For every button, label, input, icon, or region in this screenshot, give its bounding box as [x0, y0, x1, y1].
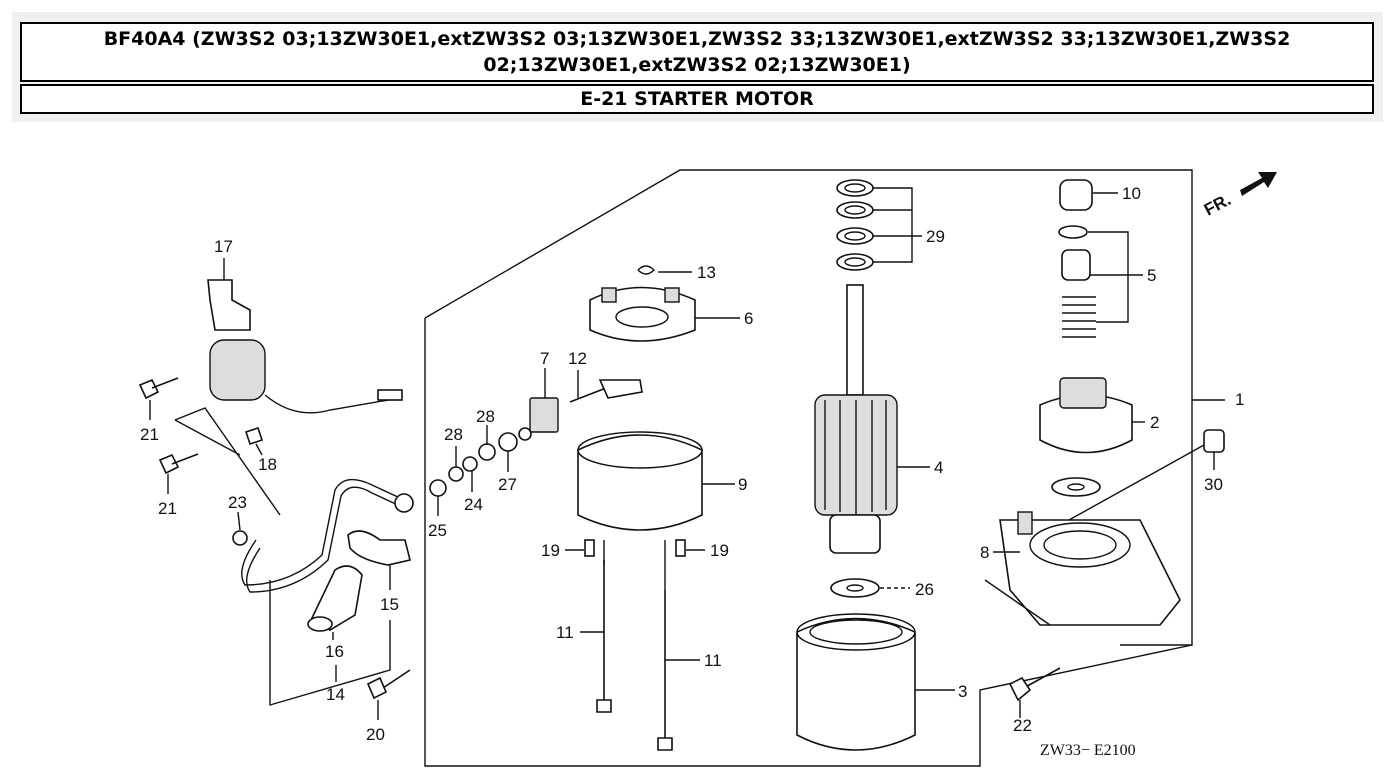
- callout-11-left: 11: [556, 623, 574, 642]
- starter-cable: [241, 478, 414, 593]
- part-21-bolts: [138, 377, 281, 516]
- callout-18: 18: [258, 455, 277, 474]
- callout-5: 5: [1147, 266, 1156, 285]
- callout-21-lower: 21: [158, 499, 177, 518]
- header-panel: BF40A4 (ZW3S2 03;13ZW30E1,extZW3S2 03;13…: [12, 12, 1383, 122]
- callout-17: 17: [214, 237, 233, 256]
- callout-26: 26: [915, 580, 934, 599]
- assembly-outline-top: [424, 169, 1193, 646]
- part-18-bolt: [244, 426, 264, 456]
- part-11-through-bolts: [580, 540, 700, 751]
- callout-21-upper: 21: [140, 425, 159, 444]
- part-6-brush-holder: [589, 286, 740, 342]
- part-20-bolt: [366, 669, 411, 720]
- front-arrow-icon: [1240, 172, 1277, 196]
- part-26-washer: [830, 578, 910, 598]
- callout-6: 6: [744, 309, 753, 328]
- callout-8: 8: [980, 543, 989, 562]
- callout-19-left: 19: [541, 541, 560, 560]
- callout-9: 9: [738, 475, 747, 494]
- callout-30: 30: [1204, 475, 1223, 494]
- assembly-outline-bottom: [424, 318, 1193, 767]
- part-9-rear-cover: [577, 431, 735, 531]
- callout-24: 24: [464, 495, 483, 514]
- drawing-code: ZW33− E2100: [1040, 742, 1136, 759]
- callout-12: 12: [568, 349, 587, 368]
- part-4-armature: [814, 284, 930, 554]
- callout-13: 13: [697, 263, 716, 282]
- part-5-spring-set: [1058, 225, 1143, 338]
- callout-23: 23: [228, 493, 247, 512]
- callout-29: 29: [926, 227, 945, 246]
- part-15-boot: [347, 530, 411, 590]
- part-24-28-washers-nuts: [429, 425, 532, 516]
- part-14-bracket-line: [269, 580, 391, 706]
- callout-11-right: 11: [704, 651, 722, 670]
- part-12-terminal-bolt: [569, 370, 643, 403]
- callout-16: 16: [325, 642, 344, 661]
- part-19-screws: [565, 539, 705, 557]
- callout-15: 15: [380, 595, 399, 614]
- callout-25: 25: [428, 521, 447, 540]
- part-17-starter-relay: [207, 258, 403, 414]
- callout-1: 1: [1235, 390, 1244, 409]
- model-title: BF40A4 (ZW3S2 03;13ZW30E1,extZW3S2 03;13…: [20, 22, 1374, 82]
- callout-28-left: 28: [444, 425, 463, 444]
- callout-28-right: 28: [476, 407, 495, 426]
- part-29-o-rings: [836, 179, 922, 271]
- front-direction-label: FR.: [1201, 190, 1234, 220]
- callout-10: 10: [1122, 184, 1141, 203]
- pinion-washer: [1051, 477, 1101, 497]
- callout-27: 27: [498, 475, 517, 494]
- part-30-dowel: [1059, 429, 1225, 526]
- callout-20: 20: [366, 725, 385, 744]
- callout-22: 22: [1013, 716, 1032, 735]
- part-16-boot: [307, 565, 363, 640]
- part-13-clip: [637, 265, 692, 275]
- callout-14: 14: [326, 685, 345, 704]
- section-title: E-21 STARTER MOTOR: [20, 84, 1374, 114]
- part-22-bolt: [1008, 667, 1061, 718]
- callout-2: 2: [1150, 413, 1159, 432]
- part-8-front-bracket: [984, 511, 1181, 626]
- callout-3: 3: [958, 682, 967, 701]
- part-3-yoke: [796, 613, 955, 751]
- part-2-pinion: [1039, 377, 1145, 454]
- callout-4: 4: [934, 458, 943, 477]
- callout-7: 7: [540, 349, 549, 368]
- part-7-insulator: [529, 368, 559, 433]
- part-23-nut: [232, 511, 248, 546]
- callout-19-right: 19: [710, 541, 729, 560]
- part-10-cap: [1059, 179, 1118, 211]
